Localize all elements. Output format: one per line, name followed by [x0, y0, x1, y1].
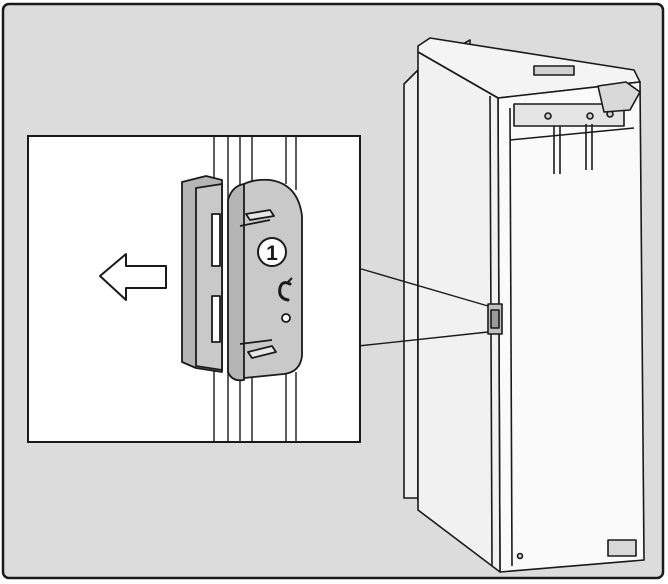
numbered-circle-icon: 1 [257, 237, 287, 267]
bottom-screw [516, 552, 524, 560]
top-hinge [597, 81, 641, 113]
bracket-slot [211, 295, 221, 343]
round-pin-icon [281, 313, 291, 323]
cover-ridge [239, 219, 271, 227]
hook-tick [287, 277, 293, 283]
top-screw [586, 112, 594, 120]
c-hook-icon [278, 281, 292, 302]
callout-number: 1 [266, 242, 278, 265]
cabinet-door [497, 81, 645, 573]
top-screw [544, 112, 552, 120]
cabinet-edge-line [509, 107, 513, 567]
side-clip-inner [490, 309, 500, 329]
top-bracket [513, 103, 625, 127]
appliance-cabinet [403, 37, 645, 573]
top-bracket [533, 65, 575, 76]
bracket-cover-edge [227, 183, 245, 382]
bracket-slot [211, 213, 221, 267]
left-arrow-outline-icon [99, 253, 167, 301]
mounting-bracket [181, 175, 303, 382]
cover-rib [245, 209, 275, 221]
cabinet-edge-line [509, 127, 635, 141]
bottom-hinge [607, 539, 637, 557]
cover-rib [247, 345, 277, 359]
cabinet-left-face [417, 51, 501, 573]
zoom-lines [357, 267, 489, 347]
cover-ridge [239, 339, 273, 345]
